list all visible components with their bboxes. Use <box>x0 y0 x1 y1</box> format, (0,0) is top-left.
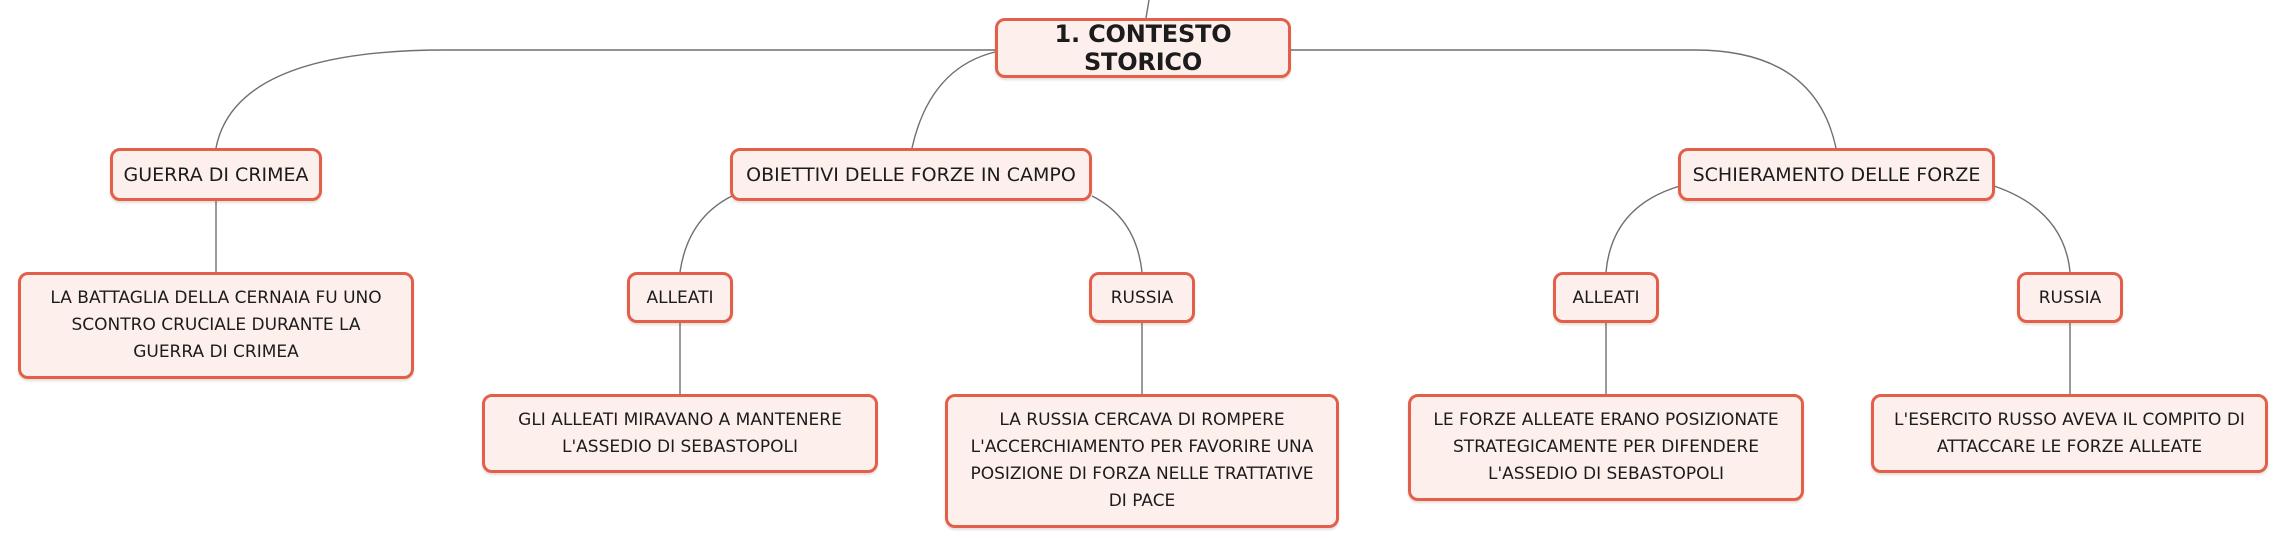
subbranch-schieramento-alleati[interactable]: ALLEATI <box>1553 272 1659 323</box>
connector-obiettivi-alleati <box>679 195 733 273</box>
leaf-schieramento-alleati[interactable]: LE FORZE ALLEATE ERANO POSIZIONATE STRAT… <box>1408 394 1804 501</box>
branch-label: SCHIERAMENTO DELLE FORZE <box>1692 163 1981 186</box>
leaf-text: GLI ALLEATI MIRAVANO A MANTENERE L'ASSED… <box>518 409 842 457</box>
connector-schieramento-russia <box>1993 185 2071 273</box>
subbranch-schieramento-russia[interactable]: RUSSIA <box>2017 272 2123 323</box>
connector-obiettivi-russia <box>1091 195 1143 273</box>
connector-root-guerra <box>215 49 995 149</box>
leaf-text: LA BATTAGLIA DELLA CERNAIA FU UNO SCONTR… <box>50 288 382 362</box>
connector-root-parent <box>1145 0 1150 19</box>
leaf-text: L'ESERCITO RUSSO AVEVA IL COMPITO DI ATT… <box>1894 409 2245 457</box>
leaf-obiettivi-alleati[interactable]: GLI ALLEATI MIRAVANO A MANTENERE L'ASSED… <box>482 394 878 473</box>
root-label: 1. CONTESTO STORICO <box>1054 20 1232 76</box>
branch-guerra-di-crimea[interactable]: GUERRA DI CRIMEA <box>110 148 322 201</box>
leaf-guerra-di-crimea[interactable]: LA BATTAGLIA DELLA CERNAIA FU UNO SCONTR… <box>18 272 414 379</box>
subbranch-label: ALLEATI <box>646 287 714 308</box>
leaf-obiettivi-russia[interactable]: LA RUSSIA CERCAVA DI ROMPERE L'ACCERCHIA… <box>945 394 1339 528</box>
leaf-text: LE FORZE ALLEATE ERANO POSIZIONATE STRAT… <box>1433 410 1779 484</box>
leaf-text: LA RUSSIA CERCAVA DI ROMPERE L'ACCERCHIA… <box>970 410 1314 511</box>
root-node[interactable]: 1. CONTESTO STORICO <box>995 18 1291 78</box>
subbranch-obiettivi-russia[interactable]: RUSSIA <box>1089 272 1195 323</box>
subbranch-label: RUSSIA <box>2038 287 2102 308</box>
branch-label: GUERRA DI CRIMEA <box>123 163 309 186</box>
branch-obiettivi-forze[interactable]: OBIETTIVI DELLE FORZE IN CAMPO <box>730 148 1092 201</box>
subbranch-obiettivi-alleati[interactable]: ALLEATI <box>627 272 733 323</box>
connector-root-schieramento <box>1291 49 1837 149</box>
leaf-schieramento-russia[interactable]: L'ESERCITO RUSSO AVEVA IL COMPITO DI ATT… <box>1871 394 2268 473</box>
branch-schieramento-forze[interactable]: SCHIERAMENTO DELLE FORZE <box>1678 148 1995 201</box>
connector-root-obiettivi <box>911 51 996 149</box>
connector-schieramento-alleati <box>1605 185 1681 273</box>
subbranch-label: ALLEATI <box>1572 287 1640 308</box>
branch-label: OBIETTIVI DELLE FORZE IN CAMPO <box>746 163 1076 186</box>
subbranch-label: RUSSIA <box>1110 287 1174 308</box>
